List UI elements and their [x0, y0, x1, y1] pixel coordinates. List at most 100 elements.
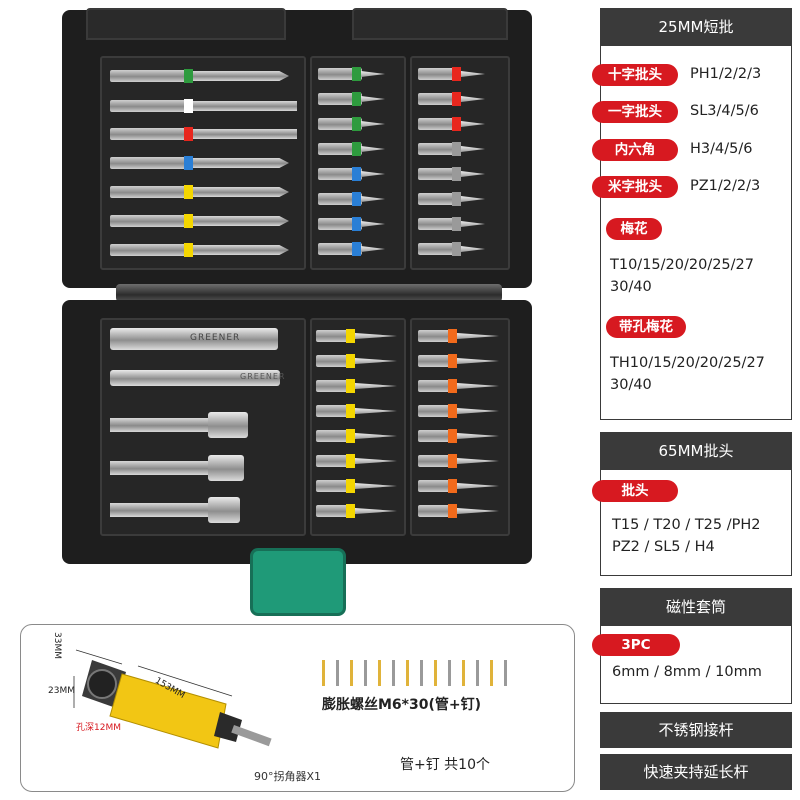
short-bit: [318, 143, 362, 155]
anchor-pair-11: [462, 660, 465, 686]
short-bit-tip: [461, 96, 485, 102]
short-bit-band: [452, 117, 461, 131]
long-65mm-bit: [418, 380, 450, 392]
case-clasp[interactable]: [250, 548, 346, 616]
short-bit-tip: [461, 246, 485, 252]
short-bit-band: [452, 192, 461, 206]
lower-tray-65mm-bits-2: [410, 318, 510, 536]
anchor-pair-10: [448, 660, 451, 686]
short-bit: [418, 218, 454, 230]
tag-socket-count: 3PC: [592, 634, 680, 656]
short-bit-band: [452, 142, 461, 156]
short-bit-band: [452, 167, 461, 181]
bit-tip: [355, 458, 397, 464]
anchor-pair-7: [406, 660, 409, 686]
long-65mm-bit: [418, 355, 450, 367]
long-65mm-bit: [316, 355, 348, 367]
long-bit: [110, 215, 190, 227]
socket-shank: [110, 503, 210, 517]
bit-tip: [457, 333, 499, 339]
long-bit-band: [184, 69, 193, 83]
short-bit-tip: [361, 71, 385, 77]
short-bit: [318, 68, 362, 80]
case-hinge: [116, 284, 502, 302]
short-bit-tip: [361, 96, 385, 102]
short-bit-band: [352, 142, 361, 156]
long-bit: [110, 244, 190, 256]
bit-band: [346, 354, 355, 368]
magnetic-socket-8mm: [208, 455, 244, 481]
tag-65mm-bits: 批头: [592, 480, 678, 502]
short-bit-tip: [461, 196, 485, 202]
anchor-pair-14: [504, 660, 507, 686]
bit-tip: [457, 358, 499, 364]
bit-band: [448, 329, 457, 343]
dim-head-label: 23MM: [48, 686, 75, 696]
short-bit: [318, 118, 362, 130]
bit-band: [346, 454, 355, 468]
tag-hex: 内六角: [592, 139, 678, 161]
long-bit-band: [184, 185, 193, 199]
magnetic-socket-10mm: [208, 412, 248, 438]
magnetic-socket-6mm: [208, 497, 240, 523]
short-bit: [318, 243, 362, 255]
short-bit-tip: [461, 146, 485, 152]
short-bit: [418, 168, 454, 180]
short-bit-tip: [361, 221, 385, 227]
short-bit-band: [352, 92, 361, 106]
short-bit-band: [352, 242, 361, 256]
bit-tip: [457, 458, 499, 464]
spec-socket-sizes: 6mm / 8mm / 10mm: [612, 664, 762, 680]
short-bit-tip: [361, 121, 385, 127]
long-bit: [110, 70, 190, 82]
section-65mm-title: 65MM批头: [600, 432, 792, 470]
tag-torx: 梅花: [606, 218, 662, 240]
bit-band: [448, 379, 457, 393]
long-65mm-bit: [316, 505, 348, 517]
short-bit-tip: [361, 146, 385, 152]
long-65mm-bit: [418, 480, 450, 492]
short-bit: [418, 68, 454, 80]
long-65mm-bit: [316, 455, 348, 467]
anchor-pair-3: [350, 660, 353, 686]
long-65mm-bit: [418, 455, 450, 467]
long-bit-band: [184, 214, 193, 228]
long-65mm-bit: [316, 430, 348, 442]
spec-pozidriv: PZ1/2/2/3: [690, 178, 761, 194]
long-bit-tip: [193, 158, 289, 168]
anchor-pair-13: [490, 660, 493, 686]
angle-adapter-label: 90°拐角器X1: [254, 770, 322, 783]
anchors-title: 膨胀螺丝M6*30(管+钉): [322, 697, 482, 713]
anchor-pair-8: [420, 660, 423, 686]
stainless-extension-bar: [110, 370, 280, 386]
bit-tip: [355, 358, 397, 364]
upper-tray-short-bits-2: [410, 56, 510, 270]
long-bit: [110, 128, 190, 140]
bit-band: [448, 354, 457, 368]
tag-phillips: 十字批头: [592, 64, 678, 86]
short-bit-tip: [361, 171, 385, 177]
spec-hex: H3/4/5/6: [690, 141, 753, 157]
short-bit-tip: [461, 171, 485, 177]
short-bit-tip: [461, 221, 485, 227]
bit-tip: [355, 508, 397, 514]
spec-slotted: SL3/4/5/6: [690, 103, 759, 119]
anchors-count-label: 管+钉 共10个: [400, 757, 490, 773]
spec-65mm-bits: T15 / T20 / T25 /PH2 PZ2 / SL5 / H4: [612, 517, 761, 555]
dim-width-label: 33MM: [52, 632, 62, 659]
bit-tip: [457, 383, 499, 389]
accessories-panel: [20, 624, 575, 792]
bit-tip: [457, 408, 499, 414]
long-65mm-bit: [316, 330, 348, 342]
case-top-clip-right: [352, 8, 508, 40]
quick-release-extension: [110, 328, 278, 350]
short-bit-band: [352, 117, 361, 131]
long-bit-band: [184, 243, 193, 257]
short-bit: [318, 168, 362, 180]
extra-stainless-extension: 不锈钢接杆: [600, 712, 792, 748]
short-bit-band: [352, 217, 361, 231]
bit-tip: [355, 333, 397, 339]
anchor-pair-4: [364, 660, 367, 686]
long-bit-band: [184, 156, 193, 170]
long-65mm-bit: [418, 505, 450, 517]
